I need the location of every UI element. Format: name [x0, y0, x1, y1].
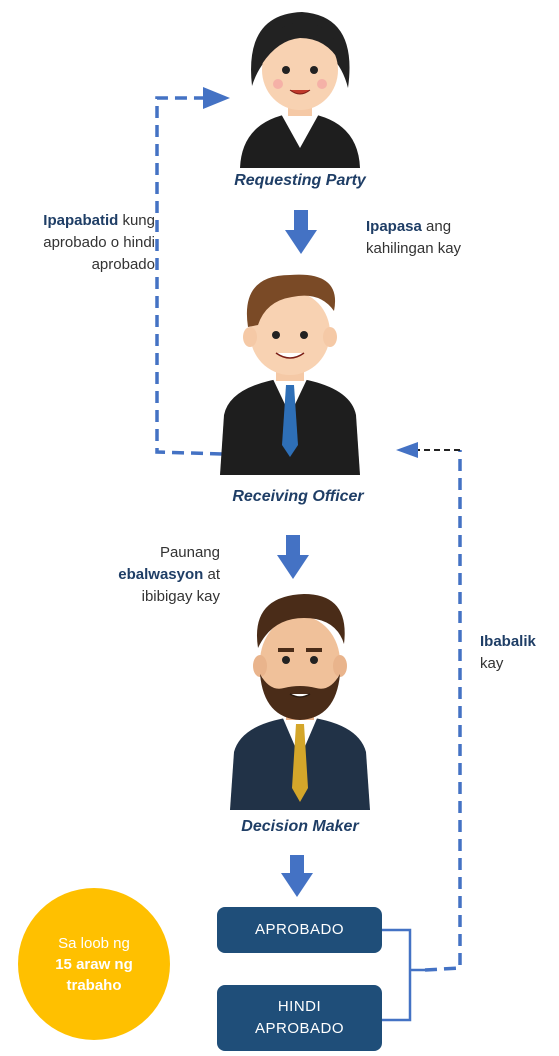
down-arrow-2	[277, 535, 309, 579]
decision-maker-avatar	[230, 594, 370, 810]
down-arrow-1	[285, 210, 317, 254]
return-line	[424, 450, 462, 972]
return-note: Ibabalik kay	[480, 633, 536, 672]
decision-maker-label: Decision Maker	[241, 818, 359, 835]
notify-loop-arrowhead	[203, 87, 230, 109]
approved-box: APROBADO	[217, 907, 382, 953]
down-arrow-3	[281, 855, 313, 897]
receiving-officer-avatar	[220, 274, 360, 475]
forward-note: Ipapasa ang kahilingan kay	[366, 218, 462, 257]
requesting-party-label: Requesting Party	[234, 172, 366, 189]
requesting-party-avatar	[240, 12, 360, 168]
not-approved-box: HINDI APROBADO	[217, 985, 382, 1051]
receiving-officer-label: Receiving Officer	[232, 488, 364, 505]
notify-note: Ipapabatid kung aprobado o hindi aprobad…	[43, 212, 155, 273]
outcome-bracket	[382, 928, 425, 1022]
notify-loop-line	[155, 96, 223, 456]
deadline-badge: Sa loob ng 15 araw ng trabaho	[18, 888, 170, 1040]
return-arrowhead	[396, 442, 418, 458]
evaluation-note: Paunang ebalwasyon at ibibigay kay	[118, 544, 220, 605]
